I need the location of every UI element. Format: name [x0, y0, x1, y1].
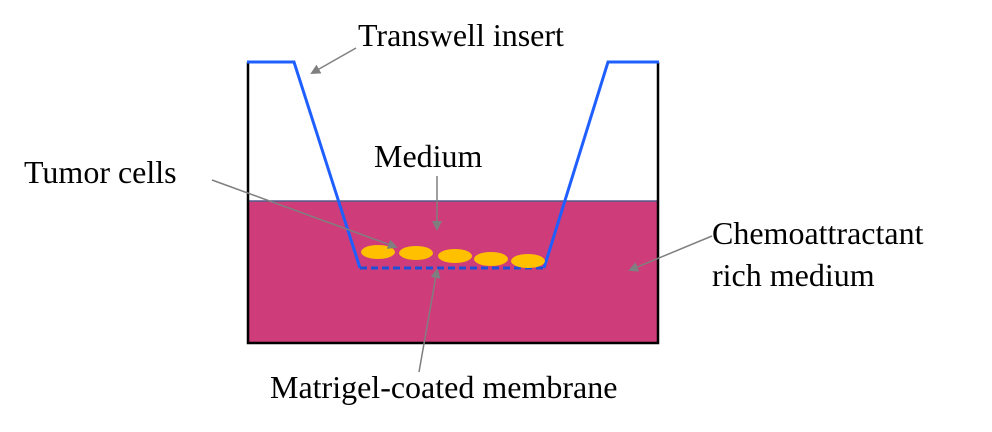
- arrow-tumor-cells: [211, 179, 398, 249]
- arrow-membrane: [418, 268, 441, 373]
- tumor-cells-group: [361, 245, 545, 268]
- tumor-cell: [399, 246, 433, 260]
- chemoattractant-medium-fill: [247, 200, 659, 344]
- label-chemoattractant-line1: Chemoattractant: [712, 215, 924, 251]
- transwell-insert-outline: [247, 60, 362, 269]
- arrow-transwell-insert: [310, 47, 357, 74]
- label-tumor-cells: Tumor cells: [24, 154, 177, 190]
- label-matrigel-membrane: Matrigel-coated membrane: [270, 369, 617, 405]
- tumor-cell: [438, 249, 472, 263]
- tumor-cell: [474, 252, 508, 266]
- label-medium: Medium: [374, 138, 483, 174]
- arrow-chemoattractant: [628, 235, 713, 272]
- label-chemoattractant-line2: rich medium: [712, 257, 875, 293]
- tumor-cell: [361, 245, 395, 259]
- label-transwell-insert: Transwell insert: [358, 17, 564, 53]
- outer-well-walls: [246, 62, 660, 345]
- transwell-insert-outline-right: [542, 60, 659, 269]
- tumor-cell: [511, 254, 545, 268]
